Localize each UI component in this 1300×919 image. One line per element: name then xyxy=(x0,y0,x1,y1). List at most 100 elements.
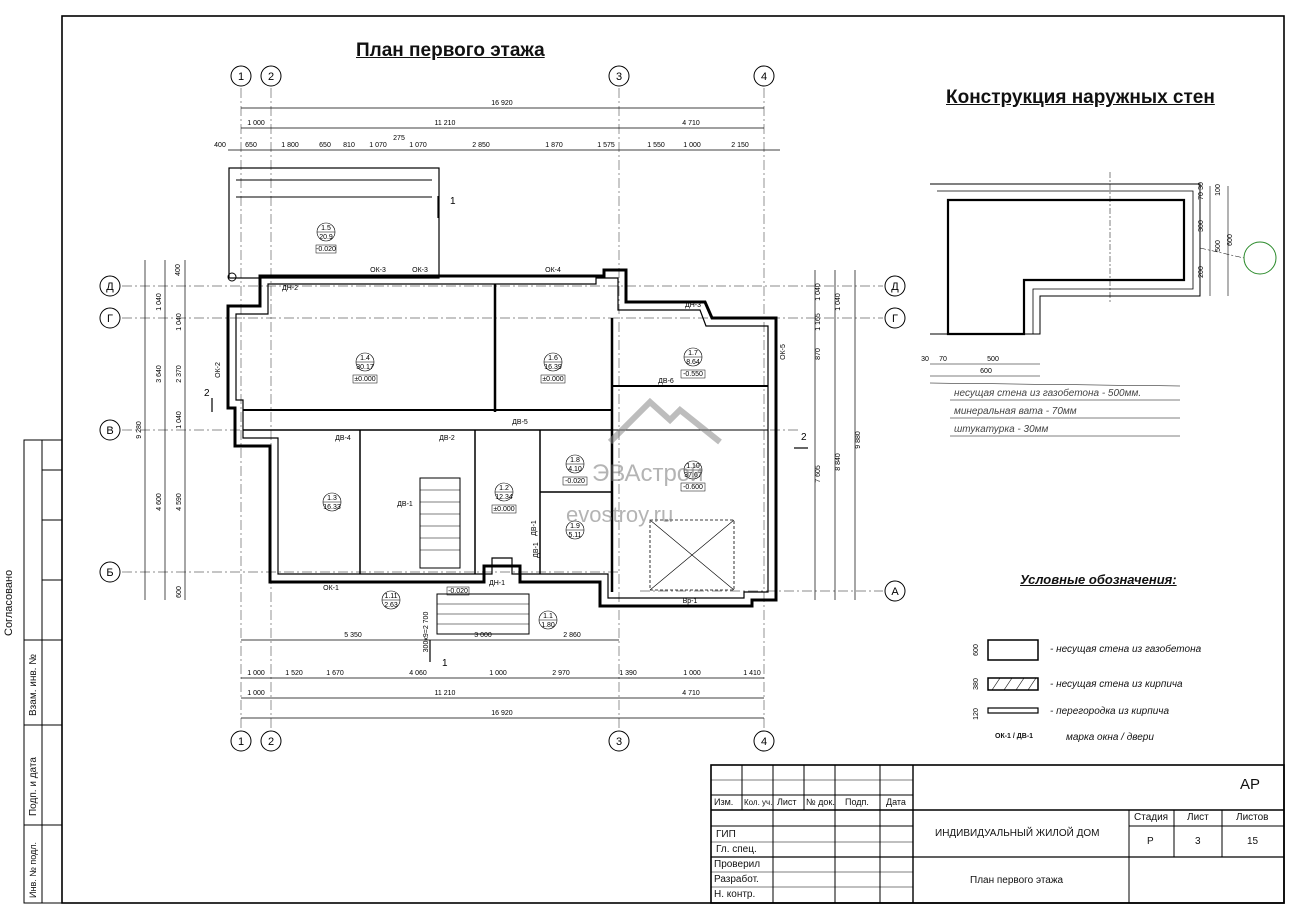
tb-role-developed: Разработ. xyxy=(714,874,759,885)
dim-top-chain-8: 2 850 xyxy=(472,142,490,149)
wall-dim-b0: 30 xyxy=(921,356,929,363)
dim-bottom-chain-3: 4 060 xyxy=(409,670,427,677)
dim-right-chain-6: 9 880 xyxy=(855,431,862,449)
tb-header-doc: № док. xyxy=(806,797,835,807)
mark-vr1: Вр-1 xyxy=(683,598,698,605)
axis-top-2: 2 xyxy=(268,71,274,83)
room-1-10: 1.10 37.67 -0.600 xyxy=(680,460,706,492)
room-1-9-num: 1.9 xyxy=(570,523,580,530)
side-stamp xyxy=(23,439,63,904)
dim-left-total: 9 280 xyxy=(136,421,143,439)
dim-bottom-chain-4: 1 000 xyxy=(489,670,507,677)
room-1-6-area: 16.39 xyxy=(544,364,562,371)
dim-top-axis-1: 1 000 xyxy=(247,120,265,127)
dim-top-total: 16 920 xyxy=(491,100,513,107)
dim-left-chain-4: 2 370 xyxy=(176,365,183,383)
dim-left-chain-6: 4 600 xyxy=(156,493,163,511)
wall-dim-r5: 200 xyxy=(1198,266,1205,278)
room-1-2-num: 1.2 xyxy=(499,485,509,492)
dim-bottom-total: 16 920 xyxy=(491,710,513,717)
axis-top-1: 1 xyxy=(238,71,244,83)
wall-dim-r2: 100 xyxy=(1215,184,1222,196)
room-1-3: 1.3 16.33 xyxy=(322,492,342,512)
axis-bottom-2: 2 xyxy=(268,736,274,748)
section-mark-2-right: 2 xyxy=(801,432,807,443)
room-1-11: 1.11 2.63 xyxy=(381,590,401,610)
room-labels: 1.5 20.9 -0.020 1.4 30.17 ±0.000 1.6 16.… xyxy=(315,222,706,630)
axis-right-g: Г xyxy=(892,313,898,325)
room-1-10-num: 1.10 xyxy=(686,463,700,470)
room-1-7-level: -0.550 xyxy=(683,371,703,378)
tb-project: ИНДИВИДУАЛЬНЫЙ ЖИЛОЙ ДОМ xyxy=(935,828,1100,839)
tb-stage-header: Стадия xyxy=(1134,812,1169,823)
room-1-4-num: 1.4 xyxy=(360,355,370,362)
dim-right-chain-4: 7 605 xyxy=(815,465,822,483)
wall-dim-r1: 70 xyxy=(1198,192,1205,200)
tb-role-norm: Н. контр. xyxy=(714,889,756,900)
dim-top-chain-2: 1 800 xyxy=(281,142,299,149)
tb-role-gip: ГИП xyxy=(716,829,736,840)
section-mark-2-left: 2 xyxy=(204,388,210,399)
legend-label-partition: - перегородка из кирпича xyxy=(1050,706,1170,717)
tb-role-spec: Гл. спец. xyxy=(716,844,757,855)
legend-dim-0: 600 xyxy=(973,644,980,656)
dim-bottom-chain-6: 1 390 xyxy=(619,670,637,677)
watermark-logo xyxy=(600,392,740,452)
mark-ok4: ОК-4 xyxy=(545,267,561,274)
dimension-lines xyxy=(144,107,856,719)
room-1-1-area: 1.80 xyxy=(541,622,555,629)
room-1-1: 1.1 1.80 xyxy=(538,610,558,630)
axis-left-b: Б xyxy=(106,567,113,579)
mark-ok3-b: ОК-3 xyxy=(412,267,428,274)
wall-dim-r3: 300 xyxy=(1198,220,1205,232)
tb-stage: Р xyxy=(1147,836,1154,847)
dim-right-chain-0: 1 040 xyxy=(815,283,822,301)
axis-bottom-1: 1 xyxy=(238,736,244,748)
room-1-5-num: 1.5 xyxy=(321,225,331,232)
dim-left-chain-7: 4 590 xyxy=(176,493,183,511)
wall-layer-0: несущая стена из газобетона - 500мм. xyxy=(954,388,1142,399)
dim-bottom-chain-2: 1 670 xyxy=(326,670,344,677)
tb-header-sheet: Лист xyxy=(777,797,797,807)
room-1-7-area: 8.64 xyxy=(686,359,700,366)
room-1-2-level: ±0.000 xyxy=(493,506,514,513)
watermark-site: evostroy.ru xyxy=(566,502,674,527)
wall-detail-dims: 30 70 100 300 500 200 600 30 70 500 600 xyxy=(921,182,1234,375)
tb-sheets-header: Листов xyxy=(1236,812,1269,823)
tb-sheet-title: План первого этажа xyxy=(970,875,1064,886)
mark-dv6: ДВ-6 xyxy=(658,378,674,385)
legend-mark-label: марка окна / двери xyxy=(1066,732,1154,743)
axis-bubbles xyxy=(99,65,906,752)
section-mark-1-bottom: 1 xyxy=(442,658,448,669)
legend-label-brick: - несущая стена из кирпича xyxy=(1050,679,1183,690)
tb-sheet: 3 xyxy=(1195,836,1201,847)
room-1-5: 1.5 20.9 -0.020 xyxy=(315,222,337,254)
dim-top-chain-9: 1 870 xyxy=(545,142,563,149)
room-1-7: 1.7 8.64 -0.550 xyxy=(680,347,706,379)
dim-right-chain-3: 870 xyxy=(815,348,822,360)
wall-dim-r0: 30 xyxy=(1198,182,1205,190)
mark-dn1: ДН-1 xyxy=(489,580,505,587)
mark-dv2: ДВ-2 xyxy=(439,435,455,442)
room-1-4-level: ±0.000 xyxy=(354,376,375,383)
room-1-11-area: 2.63 xyxy=(384,602,398,609)
dim-top-chain-3: 650 xyxy=(319,142,331,149)
dim-bottom-inner-0: 5 350 xyxy=(344,632,362,639)
dim-left-chain-0: 400 xyxy=(175,264,182,276)
dim-bottom-chain-5: 2 970 xyxy=(552,670,570,677)
room-1-2-area: 12.34 xyxy=(495,494,513,501)
mark-ok2: ОК-2 xyxy=(215,362,222,378)
tb-sheets: 15 xyxy=(1247,836,1259,847)
dim-bottom-axis-1: 1 000 xyxy=(247,690,265,697)
opening-marks: ОК-3 ОК-3 ОК-4 ДН-2 ДН-3 ОК-2 ОК-5 ДВ-4 … xyxy=(215,267,787,652)
dim-bottom-chain-1: 1 520 xyxy=(285,670,303,677)
section-mark-1-top: 1 xyxy=(450,196,456,207)
room-1-8: 1.8 4.10 -0.020 xyxy=(562,454,588,486)
legend-dim-2: 120 xyxy=(973,708,980,720)
legend-label-aerated: - несущая стена из газобетона xyxy=(1050,644,1202,655)
drawing-code: АР xyxy=(1240,776,1261,793)
room-1-6-level: ±0.000 xyxy=(542,376,563,383)
walls-title: Конструкция наружных стен xyxy=(946,87,1215,108)
stair-note: 300х9=2 700 xyxy=(423,612,430,653)
